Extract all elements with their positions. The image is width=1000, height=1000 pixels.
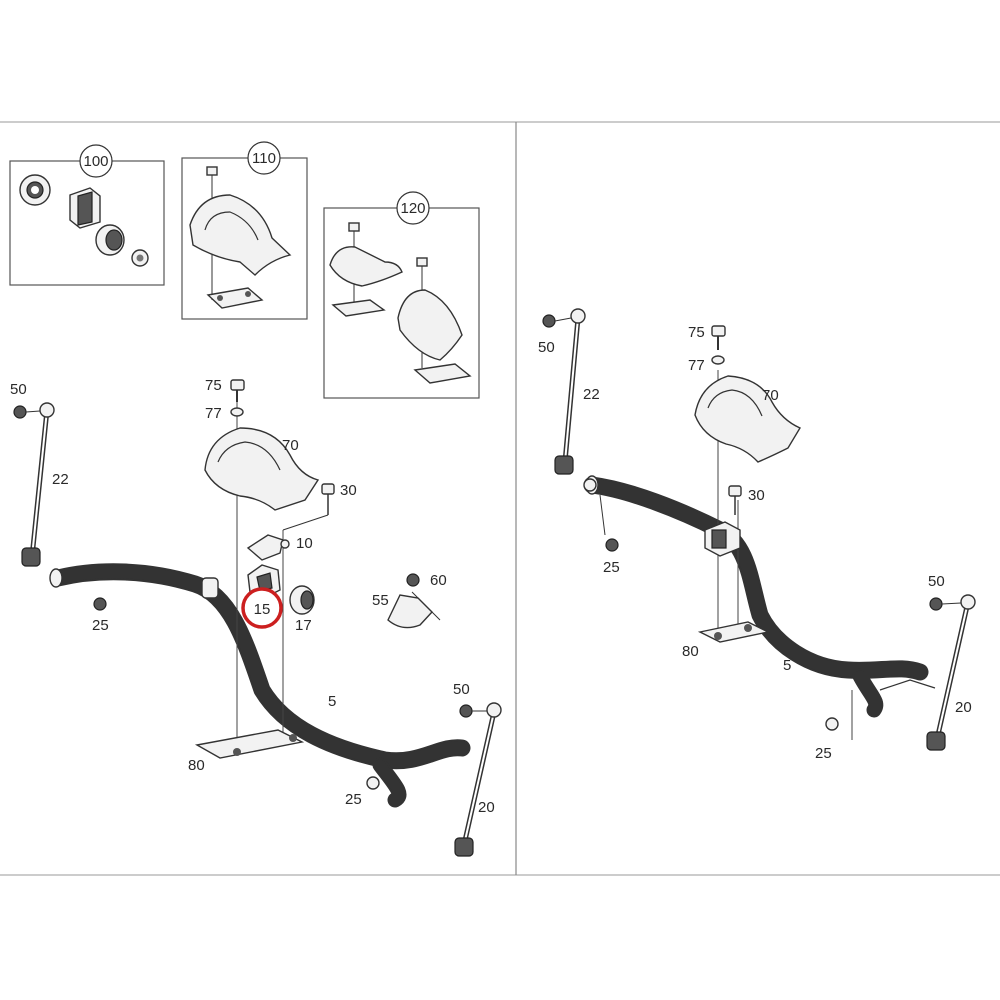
stabilizer-link-20[interactable] xyxy=(879,594,976,751)
washer-25-icon xyxy=(825,717,839,731)
bushing-icon xyxy=(69,187,101,229)
label-22: 22 xyxy=(583,386,600,403)
label-80: 80 xyxy=(188,757,205,774)
label-80: 80 xyxy=(682,643,699,660)
washer-25-icon xyxy=(583,478,619,552)
label-25: 25 xyxy=(815,745,832,762)
stabilizer-bar-5[interactable] xyxy=(49,563,471,808)
group-100-label: 100 xyxy=(83,153,108,170)
label-5: 5 xyxy=(783,657,791,674)
group-110-callout xyxy=(247,141,281,175)
label-17: 17 xyxy=(295,617,312,634)
label-75: 75 xyxy=(688,324,705,341)
bracket-55[interactable] xyxy=(387,591,441,629)
nut-50-icon xyxy=(929,597,962,611)
label-25: 25 xyxy=(345,791,362,808)
label-5: 5 xyxy=(328,693,336,710)
group-120-callout xyxy=(396,191,430,225)
label-30: 30 xyxy=(340,482,357,499)
label-70: 70 xyxy=(282,437,299,454)
label-77: 77 xyxy=(688,357,705,374)
nut-icon xyxy=(13,405,41,419)
label-30: 30 xyxy=(748,487,765,504)
washer-25-icon xyxy=(366,776,380,790)
bolt-30-icon xyxy=(282,483,335,531)
label-77: 77 xyxy=(205,405,222,422)
label-50: 50 xyxy=(453,681,470,698)
stabilizer-link-22[interactable] xyxy=(554,308,586,475)
label-55: 55 xyxy=(372,592,389,609)
mounting-bracket-icon xyxy=(189,194,292,276)
label-15: 15 xyxy=(254,601,271,618)
label-20: 20 xyxy=(955,699,972,716)
label-10: 10 xyxy=(296,535,313,552)
group-120-label: 120 xyxy=(400,200,425,217)
bolt-75-icon xyxy=(711,325,726,365)
label-50: 50 xyxy=(928,573,945,590)
cover-70[interactable] xyxy=(694,375,802,463)
group-110-box[interactable]: 110 xyxy=(181,141,308,320)
bushing-ring-icon xyxy=(19,174,51,206)
cover-70[interactable] xyxy=(204,427,320,511)
bar-bushing-icon xyxy=(201,577,219,599)
base-plate-icon xyxy=(206,287,264,309)
base-plate-icon xyxy=(331,299,472,384)
label-25: 25 xyxy=(92,617,109,634)
nut-25-icon xyxy=(93,597,107,611)
nut-icon xyxy=(131,249,149,267)
label-50: 50 xyxy=(10,381,27,398)
group-100-callout xyxy=(79,144,113,178)
group-100-box[interactable]: 100 xyxy=(9,144,165,286)
bolt-30-icon xyxy=(728,485,742,515)
nut-50-icon xyxy=(459,704,487,718)
group-120-box[interactable]: 120 xyxy=(323,191,480,399)
bushing-round-icon xyxy=(95,224,125,256)
label-70: 70 xyxy=(762,387,779,404)
label-22: 22 xyxy=(52,471,69,488)
stabilizer-link-22[interactable] xyxy=(21,402,55,567)
bushing-17[interactable] xyxy=(289,585,315,615)
nut-60-icon xyxy=(406,573,420,587)
clamp-10[interactable] xyxy=(704,521,741,557)
nut-50-icon xyxy=(542,314,572,328)
stabilizer-bar-5[interactable] xyxy=(583,475,929,718)
mounting-bracket-icon xyxy=(329,246,463,361)
group-110-label: 110 xyxy=(252,150,276,167)
label-60: 60 xyxy=(430,572,447,589)
label-20: 20 xyxy=(478,799,495,816)
base-plate-80[interactable] xyxy=(194,729,305,759)
clamp-10[interactable] xyxy=(246,534,290,561)
label-75: 75 xyxy=(205,377,222,394)
base-plate-80[interactable] xyxy=(697,621,771,643)
bolt-75-icon xyxy=(230,379,245,417)
label-25: 25 xyxy=(603,559,620,576)
highlight-callout-15[interactable]: 15 xyxy=(241,587,283,629)
label-50: 50 xyxy=(538,339,555,356)
stabilizer-link-20[interactable] xyxy=(454,702,502,857)
